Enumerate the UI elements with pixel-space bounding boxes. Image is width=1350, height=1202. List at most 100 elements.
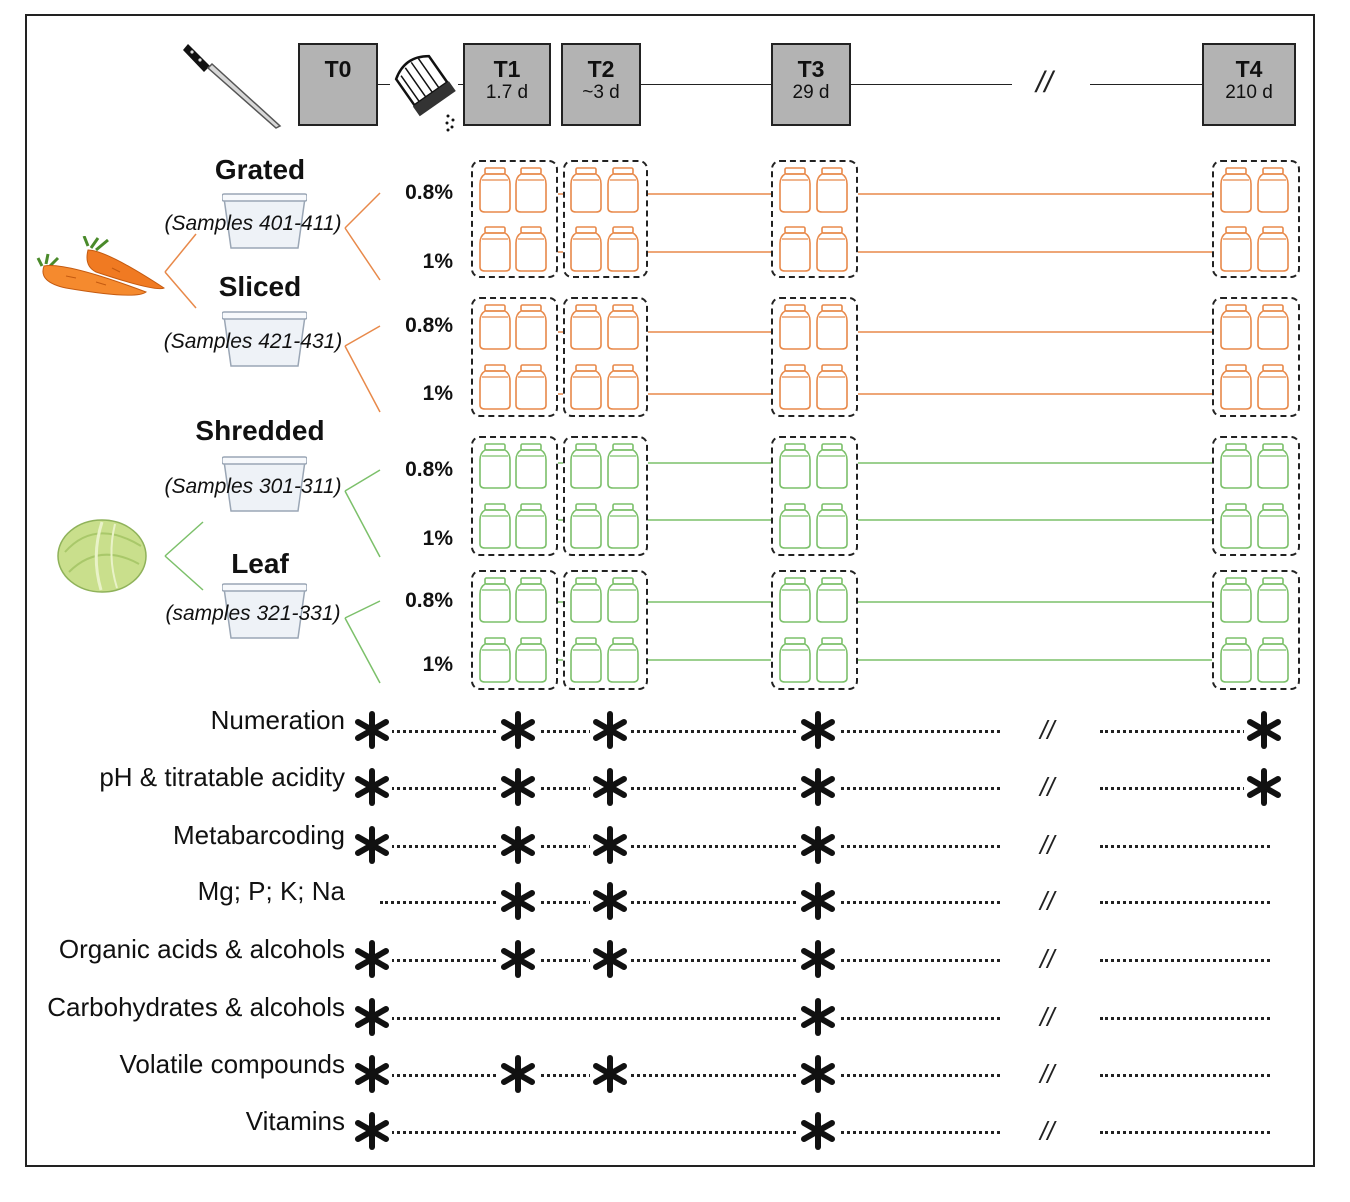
jar-lid [1225, 443, 1247, 451]
jar-icon [1257, 637, 1289, 683]
jar-icon [515, 637, 547, 683]
jar-icon [816, 167, 848, 213]
jar-body [779, 583, 811, 623]
jar-body [479, 173, 511, 213]
asterisk-icon [798, 881, 838, 921]
asterisk-icon [498, 710, 538, 750]
timepoint-duration: ~3 d [582, 82, 620, 103]
jar-icon [779, 226, 811, 272]
jar-group [563, 160, 648, 278]
jar-lid [520, 226, 542, 234]
asterisk-icon [352, 767, 392, 807]
asterisk-icon [798, 767, 838, 807]
diagram-frame [25, 14, 1315, 1167]
analysis-dotted-line [380, 1074, 1000, 1077]
jar-body [1257, 583, 1289, 623]
jar-icon [816, 304, 848, 350]
jar-group [1212, 297, 1300, 417]
asterisk-icon [590, 710, 630, 750]
jar-lid [821, 503, 843, 511]
jar-lid [520, 167, 542, 175]
jar-lid [1262, 577, 1284, 585]
jar-lid [520, 443, 542, 451]
prep-samples-label: (Samples 401-411) [164, 212, 342, 235]
jar-icon [1220, 637, 1252, 683]
jar-body [1257, 232, 1289, 272]
jar-body [1220, 370, 1252, 410]
jar-lid [612, 364, 634, 372]
analysis-dotted-line [380, 787, 1000, 790]
jar-body [779, 370, 811, 410]
salt-level-label: 1% [422, 250, 453, 273]
jar-lid [575, 577, 597, 585]
jar-body [515, 449, 547, 489]
jar-icon [479, 226, 511, 272]
jar-icon [515, 577, 547, 623]
jar-group [471, 297, 558, 417]
jar-icon [515, 364, 547, 410]
analysis-dotted-line [1100, 845, 1270, 848]
jar-body [607, 173, 639, 213]
jar-lid [520, 364, 542, 372]
jar-lid [575, 226, 597, 234]
jar-icon [779, 577, 811, 623]
prep-samples-label: (Samples 421-431) [163, 330, 343, 353]
jar-icon [479, 167, 511, 213]
analysis-dotted-line [1100, 730, 1270, 733]
jar-icon [816, 503, 848, 549]
jar-lid [612, 443, 634, 451]
salt-level-label: 1% [422, 527, 453, 550]
jar-body [479, 509, 511, 549]
jar-lid [1225, 304, 1247, 312]
analysis-label: Carbohydrates & alcohols [47, 992, 345, 1022]
jar-body [570, 370, 602, 410]
timepoint-label: T1 [493, 56, 521, 82]
jar-body [779, 449, 811, 489]
analysis-break-mark: // [1040, 830, 1055, 860]
jar-body [1220, 643, 1252, 683]
asterisk-icon [1244, 767, 1284, 807]
timeline-line [458, 84, 463, 85]
jar-icon [479, 364, 511, 410]
jar-icon [570, 637, 602, 683]
asterisk-icon [798, 997, 838, 1037]
jar-group [771, 160, 858, 278]
jar-icon [1257, 503, 1289, 549]
jar-icon [570, 304, 602, 350]
asterisk-icon [590, 1054, 630, 1094]
jar-icon [607, 577, 639, 623]
jar-icon [570, 167, 602, 213]
jar-icon [1220, 167, 1252, 213]
jar-lid [484, 443, 506, 451]
analysis-break-mark: // [1040, 1002, 1055, 1032]
analysis-label: Volatile compounds [119, 1049, 345, 1079]
jar-body [515, 583, 547, 623]
jar-icon [1220, 226, 1252, 272]
jar-body [479, 583, 511, 623]
jar-icon [515, 443, 547, 489]
jar-body [570, 173, 602, 213]
analysis-dotted-line [380, 1131, 1000, 1134]
asterisk-icon [798, 1054, 838, 1094]
salt-level-label: 0.8% [405, 458, 453, 481]
jar-group [1212, 436, 1300, 556]
jar-body [515, 370, 547, 410]
analysis-dotted-line [380, 730, 1000, 733]
asterisk-icon [590, 767, 630, 807]
prep-title-sliced: Sliced [218, 271, 302, 302]
timepoint-box-t0: T0 [298, 43, 378, 126]
jar-icon [1257, 364, 1289, 410]
container-icon [222, 193, 307, 249]
jar-icon [779, 503, 811, 549]
jar-lid [575, 304, 597, 312]
jar-lid [612, 167, 634, 175]
jar-lid [520, 637, 542, 645]
jar-body [479, 643, 511, 683]
jar-body [1220, 310, 1252, 350]
timepoint-duration: 1.7 d [485, 82, 529, 103]
analysis-break-mark: // [1040, 715, 1055, 745]
jar-icon [1220, 443, 1252, 489]
timeline-line [641, 84, 771, 85]
